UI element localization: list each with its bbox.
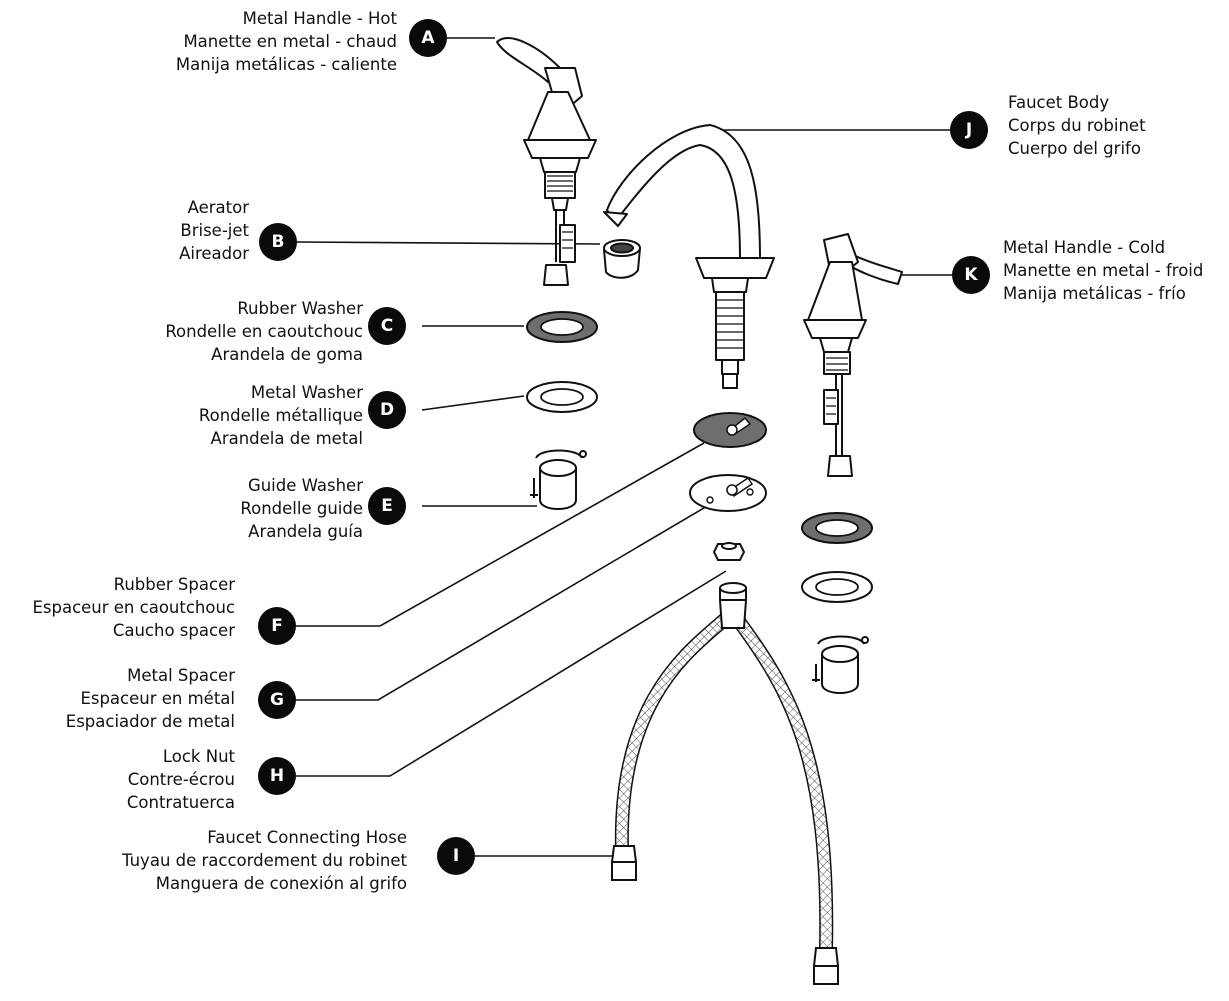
cold-metal-washer	[801, 571, 873, 603]
rubber-washer-part	[526, 311, 598, 343]
leader-lines	[296, 37, 953, 857]
badge-h: H	[258, 757, 296, 795]
faucet-body-part	[603, 124, 775, 389]
cold-rubber-washer	[801, 512, 873, 544]
leader-f	[296, 442, 705, 627]
badge-a: A	[409, 19, 447, 57]
badge-g: G	[258, 681, 296, 719]
leader-g	[296, 504, 710, 701]
badge-b: B	[259, 223, 297, 261]
badge-c: C	[368, 307, 406, 345]
connecting-hose-part	[610, 582, 840, 985]
badge-f: F	[258, 607, 296, 645]
badge-d: D	[368, 391, 406, 429]
lock-nut-part	[712, 542, 746, 561]
leader-b	[296, 241, 601, 245]
leader-h	[296, 570, 727, 777]
cold-handle-part	[803, 233, 903, 477]
leader-d	[421, 395, 525, 411]
metal-washer-part	[526, 381, 598, 413]
badge-i: I	[437, 837, 475, 875]
badge-j: J	[950, 111, 988, 149]
cold-guide-washer	[812, 635, 869, 694]
guide-washer-part	[530, 449, 587, 510]
hot-handle-part	[496, 37, 597, 286]
aerator-part	[602, 239, 642, 279]
badge-k: K	[952, 256, 990, 294]
badge-e: E	[368, 487, 406, 525]
rubber-spacer-part	[693, 412, 767, 448]
metal-spacer-part	[689, 474, 767, 512]
